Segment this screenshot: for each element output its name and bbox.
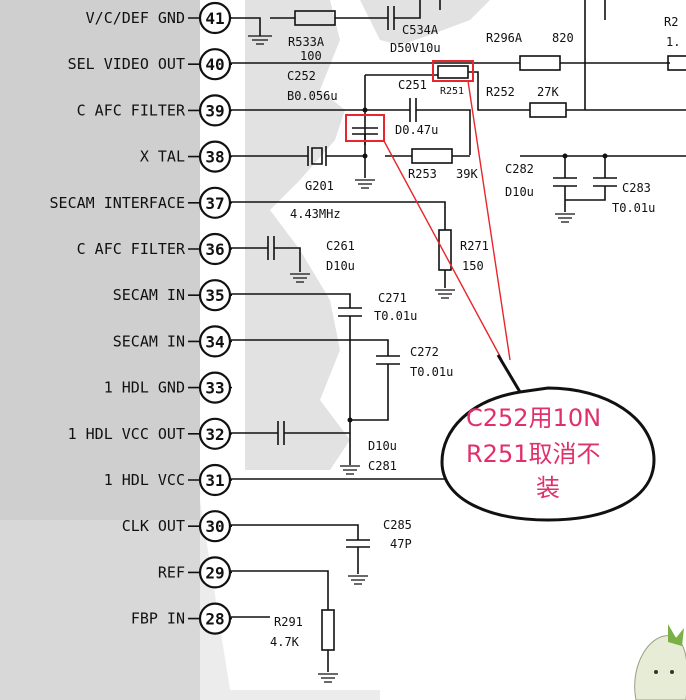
r2-value: 1.: [666, 35, 680, 49]
pin-circle-28: [198, 602, 232, 635]
r296a-ref: R296A: [486, 31, 523, 45]
pin-number-36: 36: [205, 240, 224, 259]
r271-ref: R271: [460, 239, 489, 253]
pin-number-38: 38: [205, 148, 224, 167]
pin-circle-39: [198, 94, 232, 127]
c534a-ref: C534A: [402, 23, 439, 37]
pin-circle-40: [198, 48, 232, 81]
callout-line-2: R251取消不: [466, 440, 600, 468]
c285-value: 47P: [390, 537, 412, 551]
pin-label-34: SECAM IN: [113, 332, 185, 350]
pin-number-41: 41: [205, 9, 224, 28]
pin-circle-34: [198, 325, 232, 358]
c271-value: T0.01u: [374, 309, 417, 323]
pin-circle-32: [198, 417, 232, 450]
pin-circle-41: [198, 1, 232, 35]
pin-circle-29: [198, 556, 232, 589]
annotation-callout: [345, 60, 656, 522]
c261-value: D10u: [326, 259, 355, 273]
c261-ref: C261: [326, 239, 355, 253]
pin-number-40: 40: [205, 55, 224, 74]
r252-ref: R252: [486, 85, 515, 99]
r291-value: 4.7K: [270, 635, 300, 649]
pin-circle-30: [198, 510, 232, 543]
mascot-icon: [634, 624, 686, 700]
component-labels: R533A 100 C534A D50V10u R296A 820 R2 1. …: [270, 15, 680, 649]
pin-circle-37: [198, 186, 232, 219]
r533a-value: 100: [300, 49, 322, 63]
pin-label-32: 1 HDL VCC OUT: [68, 425, 185, 443]
pin-label-28: FBP IN: [131, 610, 185, 628]
callout-line-3: 装: [536, 474, 560, 502]
pin-label-38: X TAL: [140, 148, 185, 166]
r253-ref: R253: [408, 167, 437, 181]
r291-ref: R291: [274, 615, 303, 629]
c534a-value: D50V10u: [390, 41, 441, 55]
pin-number-32: 32: [205, 425, 224, 444]
r296a-value: 820: [552, 31, 574, 45]
c283-value: T0.01u: [612, 201, 655, 215]
c282-ref: C282: [505, 162, 534, 176]
pin-number-39: 39: [205, 101, 224, 120]
c272-ref: C272: [410, 345, 439, 359]
pin-label-29: REF: [158, 563, 185, 581]
c272-value: T0.01u: [410, 365, 453, 379]
pin-label-30: CLK OUT: [122, 517, 185, 535]
pin-number-33: 33: [205, 379, 224, 398]
pin-circle-38: [198, 140, 232, 173]
c252-ref: C252: [287, 69, 316, 83]
g201-ref: G201: [305, 179, 334, 193]
pin-circle-33: [198, 371, 232, 404]
pin-label-36: C AFC FILTER: [77, 240, 186, 258]
pin-label-40: SEL VIDEO OUT: [68, 55, 185, 73]
pin-circle-31: [198, 463, 232, 497]
r253-value: 39K: [456, 167, 478, 181]
c285-ref: C285: [383, 518, 412, 532]
c252-value: B0.056u: [287, 89, 338, 103]
pin-circle-36: [198, 232, 232, 266]
pin-circle-35: [198, 279, 232, 312]
pin-number-35: 35: [205, 286, 224, 305]
pin-label-33: 1 HDL GND: [104, 379, 185, 397]
pin-label-37: SECAM INTERFACE: [50, 194, 185, 212]
c271-ref: C271: [378, 291, 407, 305]
g201-value: 4.43MHz: [290, 207, 341, 221]
r251-ref: R251: [440, 86, 464, 97]
pin-number-31: 31: [205, 471, 224, 490]
r533a-ref: R533A: [288, 35, 325, 49]
pin-label-39: C AFC FILTER: [77, 101, 186, 119]
pin-label-41: V/C/DEF GND: [86, 9, 185, 27]
c281-ref: C281: [368, 459, 397, 473]
pin-label-31: 1 HDL VCC: [104, 471, 185, 489]
callout-text-group: C252用10N R251取消不 装: [466, 404, 601, 502]
r271-value: 150: [462, 259, 484, 273]
background-shading: [0, 0, 490, 700]
pin-number-34: 34: [205, 332, 224, 351]
c283-ref: C283: [622, 181, 651, 195]
pin-number-28: 28: [205, 610, 224, 629]
r2-ref: R2: [664, 15, 678, 29]
r252-value: 27K: [537, 85, 559, 99]
c251-value: D0.47u: [395, 123, 438, 137]
pin-number-37: 37: [205, 194, 224, 213]
pin-number-30: 30: [205, 517, 224, 536]
pin-number-29: 29: [205, 563, 224, 582]
c281-value: D10u: [368, 439, 397, 453]
callout-line-1: C252用10N: [466, 404, 601, 432]
c251-ref: C251: [398, 78, 427, 92]
c282-value: D10u: [505, 185, 534, 199]
pin-label-35: SECAM IN: [113, 286, 185, 304]
